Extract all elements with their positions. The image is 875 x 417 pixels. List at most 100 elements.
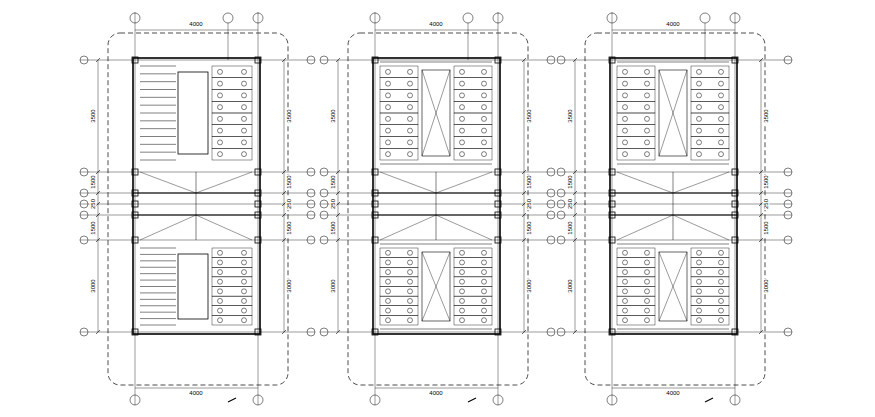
dimension-label: 250 — [526, 198, 533, 210]
axis-bubble — [697, 140, 702, 145]
dimension-label: 4000 — [665, 390, 680, 397]
plan-line — [422, 252, 450, 321]
axis-bubble — [493, 395, 503, 405]
plan-line — [140, 128, 176, 129]
dimension-label: 3500 — [567, 108, 574, 123]
plan-line — [255, 57, 261, 63]
axis-bubble — [80, 328, 88, 336]
plan-line — [422, 252, 450, 321]
axis-bubble — [218, 279, 223, 284]
dimension-label: 3000 — [526, 278, 533, 293]
axis-bubble — [320, 328, 328, 336]
axis-bubble — [784, 211, 792, 219]
plan-line — [140, 248, 176, 249]
axis-bubble — [623, 105, 628, 110]
dimension-label: 3000 — [286, 278, 293, 293]
axis-bubble — [697, 260, 702, 265]
plan-line — [255, 169, 261, 175]
plan-line — [759, 238, 763, 242]
axis-bubble — [463, 13, 473, 23]
axis-bubble — [218, 152, 223, 157]
plan-line — [132, 329, 138, 335]
axis-bubble — [623, 152, 628, 157]
plan-line — [617, 164, 729, 165]
plan-line — [691, 101, 729, 113]
plan-line — [422, 70, 450, 156]
axis-bubble — [697, 298, 702, 303]
plan-line — [454, 306, 492, 316]
plan-line — [196, 172, 197, 240]
plan-line — [732, 329, 738, 335]
axis-bubble — [482, 105, 487, 110]
plan-line — [336, 191, 340, 195]
plan-line — [495, 201, 501, 207]
axis-bubble — [547, 211, 555, 219]
plan-line — [320, 204, 555, 205]
plan-line — [140, 66, 176, 67]
plan-line — [454, 267, 492, 277]
plan-line — [691, 90, 729, 102]
axis-bubble — [386, 279, 391, 284]
axis-bubble — [386, 128, 391, 133]
plan-line — [454, 277, 492, 287]
plan-line — [659, 252, 687, 321]
plan-line — [258, 12, 259, 405]
dimension-label: 1500 — [526, 220, 533, 235]
plan-line — [212, 287, 252, 297]
plan-line — [212, 296, 252, 306]
axis-bubble — [697, 289, 702, 294]
axis-bubble — [784, 56, 792, 64]
dimension-label: 1500 — [90, 220, 97, 235]
axis-bubble — [697, 250, 702, 255]
plan-line — [132, 201, 138, 207]
axis-bubble — [386, 81, 391, 86]
dimension-label: 4000 — [428, 21, 443, 28]
plan-line — [212, 101, 252, 113]
axis-bubble — [218, 308, 223, 313]
axis-bubble — [460, 116, 465, 121]
axis-bubble — [730, 395, 740, 405]
plan-line — [617, 306, 655, 316]
plan-line — [609, 212, 615, 218]
axis-bubble — [242, 69, 247, 74]
plan-line — [732, 212, 738, 218]
dimension-label: 3500 — [526, 108, 533, 123]
plan-line — [140, 312, 176, 313]
plan-line — [612, 388, 735, 389]
plan-line — [135, 388, 258, 389]
plan-line — [557, 332, 792, 333]
axis-bubble — [623, 116, 628, 121]
axis-bubble — [320, 200, 328, 208]
axis-bubble — [130, 395, 140, 405]
plan-line — [140, 73, 176, 74]
plan-line — [212, 258, 252, 268]
plan-line — [373, 58, 500, 334]
plan-line — [454, 90, 492, 102]
plan-line — [659, 252, 687, 321]
plan-line — [380, 306, 418, 316]
axis-bubble — [623, 270, 628, 275]
axis-bubble — [645, 308, 650, 313]
plan-line — [732, 237, 738, 243]
axis-bubble — [623, 318, 628, 323]
plan-line — [196, 215, 252, 240]
plan-line — [372, 57, 378, 63]
dimension-label: 250 — [330, 198, 337, 210]
axis-bubble — [645, 318, 650, 323]
dimension-label: 3000 — [567, 278, 574, 293]
plan-line — [524, 60, 525, 332]
axis-bubble — [218, 81, 223, 86]
axis-bubble — [557, 211, 565, 219]
plan-line — [522, 213, 526, 217]
plan-line — [454, 125, 492, 137]
axis-bubble — [460, 81, 465, 86]
axis-bubble — [223, 13, 233, 23]
plan-line — [178, 254, 208, 319]
plan-line — [691, 78, 729, 90]
plan-line — [380, 244, 492, 245]
axis-bubble — [242, 298, 247, 303]
plan-line — [617, 287, 655, 297]
axis-bubble — [408, 93, 413, 98]
plan-line — [691, 258, 729, 268]
